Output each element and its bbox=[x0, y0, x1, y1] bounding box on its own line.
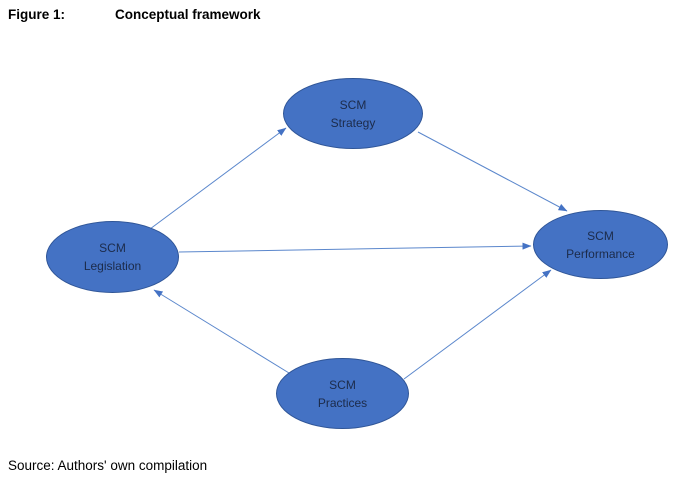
arrow-strategy-to-performance bbox=[417, 131, 568, 212]
node-label-line: Legislation bbox=[83, 259, 142, 273]
node-label-line: Strategy bbox=[330, 115, 376, 130]
figure-title: Conceptual framework bbox=[115, 7, 261, 22]
node-label-line: Performance bbox=[566, 246, 635, 261]
node-scm-practices: SCM Practices bbox=[276, 358, 409, 429]
node-label-line: SCM bbox=[329, 377, 356, 392]
node-label-line: SCM bbox=[99, 241, 126, 255]
arrow-practices-to-legislation bbox=[153, 289, 290, 374]
arrow-legislation-to-strategy bbox=[149, 127, 287, 230]
node-scm-legislation: SCM Legislation bbox=[46, 221, 179, 293]
source-note: Source: Authors' own compilation bbox=[8, 458, 208, 473]
arrow-legislation-to-performance bbox=[178, 242, 532, 253]
arrow-practices-to-performance bbox=[403, 269, 552, 380]
node-label-line: SCM bbox=[339, 97, 367, 112]
node-label-line: SCM bbox=[587, 228, 614, 243]
figure-label: Figure 1: bbox=[8, 7, 66, 22]
node-label-line: Practices bbox=[317, 395, 368, 410]
node-scm-strategy: SCM Strategy bbox=[283, 78, 423, 149]
node-scm-performance: SCM Performance bbox=[533, 210, 668, 279]
